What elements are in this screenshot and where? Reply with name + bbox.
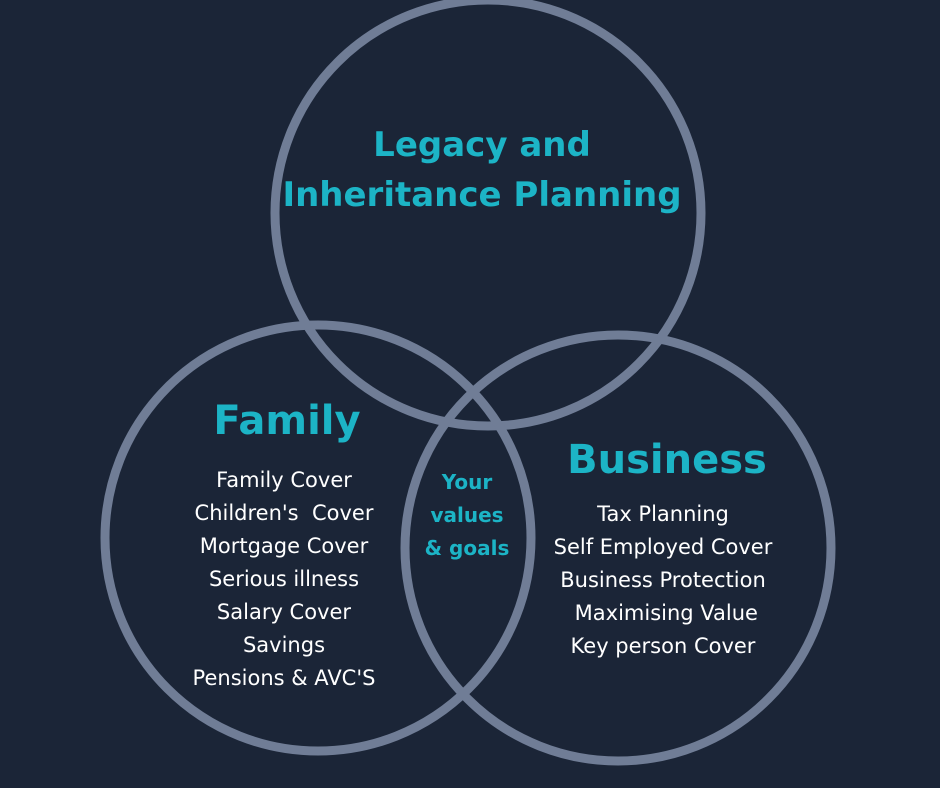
- circle-legacy: [270, 0, 706, 431]
- business-item: Maximising Value: [568, 601, 758, 625]
- center-line1: Your: [441, 470, 493, 494]
- center-line3: & goals: [424, 536, 510, 560]
- center-line2: values: [430, 503, 504, 527]
- circle-family: [100, 320, 536, 756]
- family-item: Savings: [242, 633, 326, 657]
- family-item: Serious illness: [208, 567, 360, 591]
- family-title: Family: [213, 398, 361, 444]
- center-label: Your values & goals: [425, 466, 510, 565]
- family-item: Family Cover: [216, 468, 352, 492]
- business-item: Business Protection: [560, 568, 766, 592]
- legacy-title-line2: Inheritance Planning: [282, 175, 682, 215]
- legacy-title: Legacy and Inheritance Planning: [282, 120, 681, 220]
- circle-business: [400, 330, 836, 766]
- business-item: Tax Planning: [597, 502, 729, 526]
- business-title: Business: [567, 437, 767, 483]
- legacy-title-line1: Legacy and: [373, 125, 591, 165]
- family-items-list: Family Cover Children's Cover Mortgage C…: [193, 464, 376, 695]
- family-item: Mortgage Cover: [199, 534, 369, 558]
- business-item: Self Employed Cover: [553, 535, 773, 559]
- business-items-list: Tax Planning Self Employed Cover Busines…: [554, 498, 773, 663]
- family-item: Salary Cover: [216, 600, 352, 624]
- family-item: Children's Cover: [194, 501, 374, 525]
- business-item: Key person Cover: [570, 634, 756, 658]
- family-item: Pensions & AVC'S: [192, 666, 376, 690]
